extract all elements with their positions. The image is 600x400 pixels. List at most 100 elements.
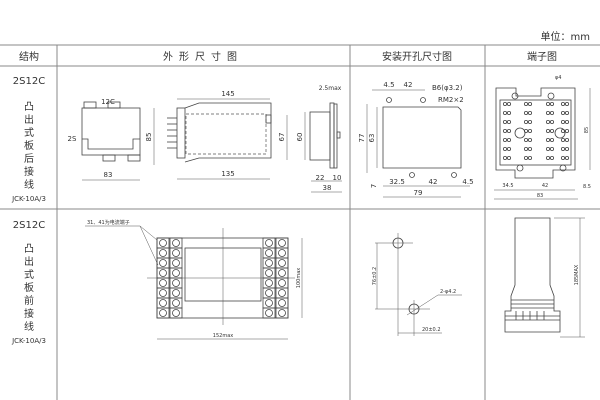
- type-char: 接: [24, 307, 34, 320]
- row2-terminal-drawing: 185MAX: [504, 217, 585, 338]
- terminal-pin: [524, 146, 529, 151]
- terminal-screw: [278, 249, 286, 257]
- dim-text: 10: [333, 174, 342, 182]
- terminal-pin: [524, 102, 529, 107]
- dim-text: 2-φ4.2: [440, 289, 456, 295]
- terminal-pin: [528, 102, 533, 107]
- terminal-pin: [550, 102, 555, 107]
- dim-text: 79: [414, 189, 423, 197]
- terminal-screw: [265, 269, 273, 277]
- type-char: 凸: [24, 243, 34, 255]
- dim-text: 2S: [68, 135, 77, 143]
- row1-outline-drawing: 12C 2S 85 83 145 135 67 60 2.5max 22 10 …: [68, 85, 342, 193]
- terminal-screw: [159, 309, 167, 317]
- terminal-screw: [265, 309, 273, 317]
- terminal-pin: [502, 102, 507, 107]
- terminal-pin: [502, 120, 507, 125]
- type-char: 式: [24, 126, 34, 139]
- terminal-pin: [506, 120, 511, 125]
- dim-text: 85: [584, 127, 590, 133]
- model: 2S12C: [13, 76, 45, 87]
- terminal-block: [275, 307, 289, 319]
- terminal-pin: [550, 137, 555, 142]
- terminal-pin: [565, 137, 570, 142]
- terminal-screw: [159, 269, 167, 277]
- type-char: 式: [24, 268, 34, 281]
- terminal-pin: [506, 155, 511, 160]
- note-text: 31、41为电流端子: [87, 219, 130, 226]
- terminal-screw: [265, 249, 273, 257]
- dim-text: 7: [370, 184, 378, 188]
- terminal-pin: [561, 120, 566, 125]
- dim-text: 22: [316, 174, 325, 182]
- type-char: 出: [24, 113, 34, 126]
- terminal-pin: [546, 137, 551, 142]
- dim-text: 42: [542, 183, 548, 189]
- terminal-pin: [528, 137, 533, 142]
- dim-text: 152max: [213, 333, 233, 339]
- terminal-screw: [172, 309, 180, 317]
- terminal-pin: [506, 146, 511, 151]
- dim-text: 32.5: [389, 178, 405, 186]
- terminal-pin: [528, 120, 533, 125]
- terminal-pin: [550, 111, 555, 116]
- terminal-screw: [265, 259, 273, 267]
- terminal-screw: [159, 239, 167, 247]
- terminal-screw: [172, 269, 180, 277]
- terminal-screw: [172, 279, 180, 287]
- terminal-pin: [561, 111, 566, 116]
- terminal-pin: [524, 111, 529, 116]
- dim-text: RM2×2: [438, 96, 464, 104]
- header-cutout: 安装开孔尺寸图: [382, 50, 452, 63]
- terminal-pin: [554, 127, 566, 139]
- dim-text: 60: [296, 133, 304, 142]
- terminal-screw: [172, 289, 180, 297]
- type-char: 前: [24, 294, 34, 307]
- terminal-block: [262, 307, 276, 319]
- terminal-pin: [506, 102, 511, 107]
- header-terminal: 端子图: [527, 50, 557, 63]
- row1-cutout-drawing: 4.5 42 B6(φ3.2) RM2×2 77 63 7 32.5 42 4.…: [358, 81, 474, 198]
- dim-text: 135: [221, 170, 234, 178]
- dim-text: φ4: [555, 75, 561, 81]
- dim-text: 8.5: [583, 184, 591, 190]
- terminal-pin: [550, 155, 555, 160]
- terminal-pin: [565, 111, 570, 116]
- terminal-pin: [546, 146, 551, 151]
- terminal-pin: [565, 120, 570, 125]
- row2-cutout-drawing: 76±0.2 2-φ4.2 20±0.2: [372, 233, 462, 336]
- terminal-pin: [546, 111, 551, 116]
- terminal-pin: [565, 128, 570, 133]
- type-char: 线: [24, 320, 34, 333]
- type-char: 线: [24, 178, 34, 191]
- dim-text: 83: [104, 171, 113, 179]
- terminal-pin: [524, 137, 529, 142]
- terminal-pin: [561, 137, 566, 142]
- terminal-screw: [159, 299, 167, 307]
- dim-text: 67: [278, 133, 286, 142]
- terminal-pin: [565, 146, 570, 151]
- dim-text: 20±0.2: [422, 327, 441, 333]
- terminal-pin: [506, 111, 511, 116]
- terminal-screw: [159, 259, 167, 267]
- terminal-screw: [265, 289, 273, 297]
- terminal-pin: [561, 102, 566, 107]
- terminal-pin: [528, 146, 533, 151]
- type-char: 接: [24, 165, 34, 178]
- terminal-screw: [278, 269, 286, 277]
- dim-text: 34.5: [502, 183, 513, 189]
- terminal-screw: [172, 259, 180, 267]
- terminal-pin: [524, 155, 529, 160]
- terminal-pin: [546, 120, 551, 125]
- type-char: 后: [24, 153, 34, 165]
- dim-text: 185MAX: [574, 264, 580, 285]
- terminal-pin: [502, 111, 507, 116]
- dim-text: 100max: [296, 268, 302, 288]
- row2-structure: 2S12C 凸 出 式 板 前 接 线 JCK-10A/3: [11, 220, 46, 345]
- terminal-screw: [265, 239, 273, 247]
- type-char: 板: [24, 281, 34, 294]
- terminal-pin: [550, 128, 555, 133]
- terminal-pin: [550, 120, 555, 125]
- header-outline: 外形尺寸图: [163, 50, 243, 63]
